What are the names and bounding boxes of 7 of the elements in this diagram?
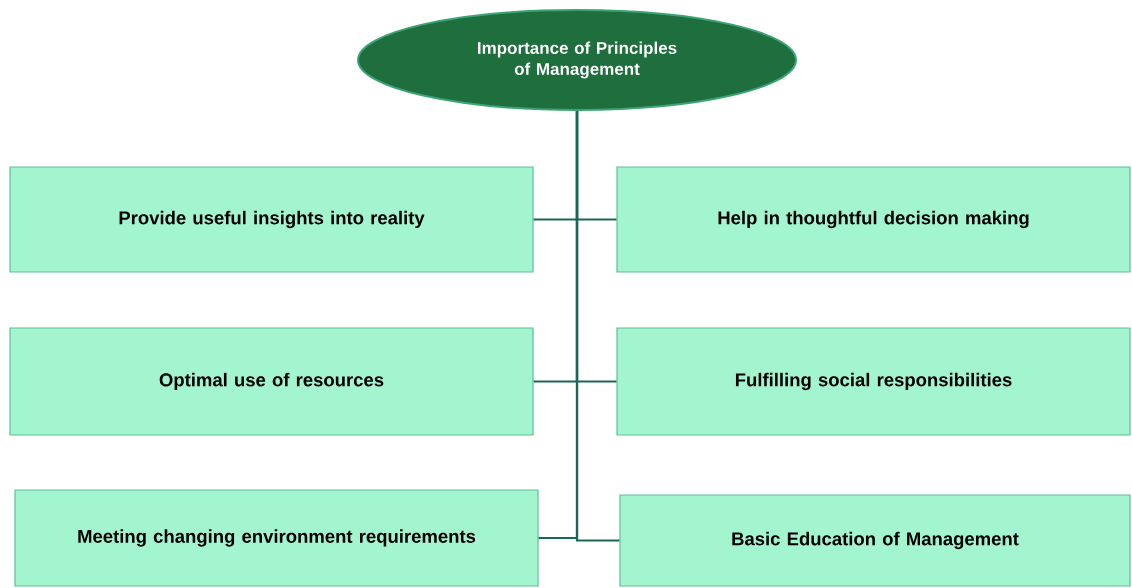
topic-box: Meeting changing environment requirements (14, 489, 539, 587)
topic-box: Provide useful insights into reality (9, 166, 534, 273)
topic-box: Fulfilling social responsibilities (616, 327, 1131, 436)
topic-box: Optimal use of resources (9, 327, 534, 436)
topic-box: Basic Education of Management (619, 494, 1131, 587)
connector-line (575, 111, 620, 542)
topic-box: Help in thoughtful decision making (616, 166, 1131, 273)
